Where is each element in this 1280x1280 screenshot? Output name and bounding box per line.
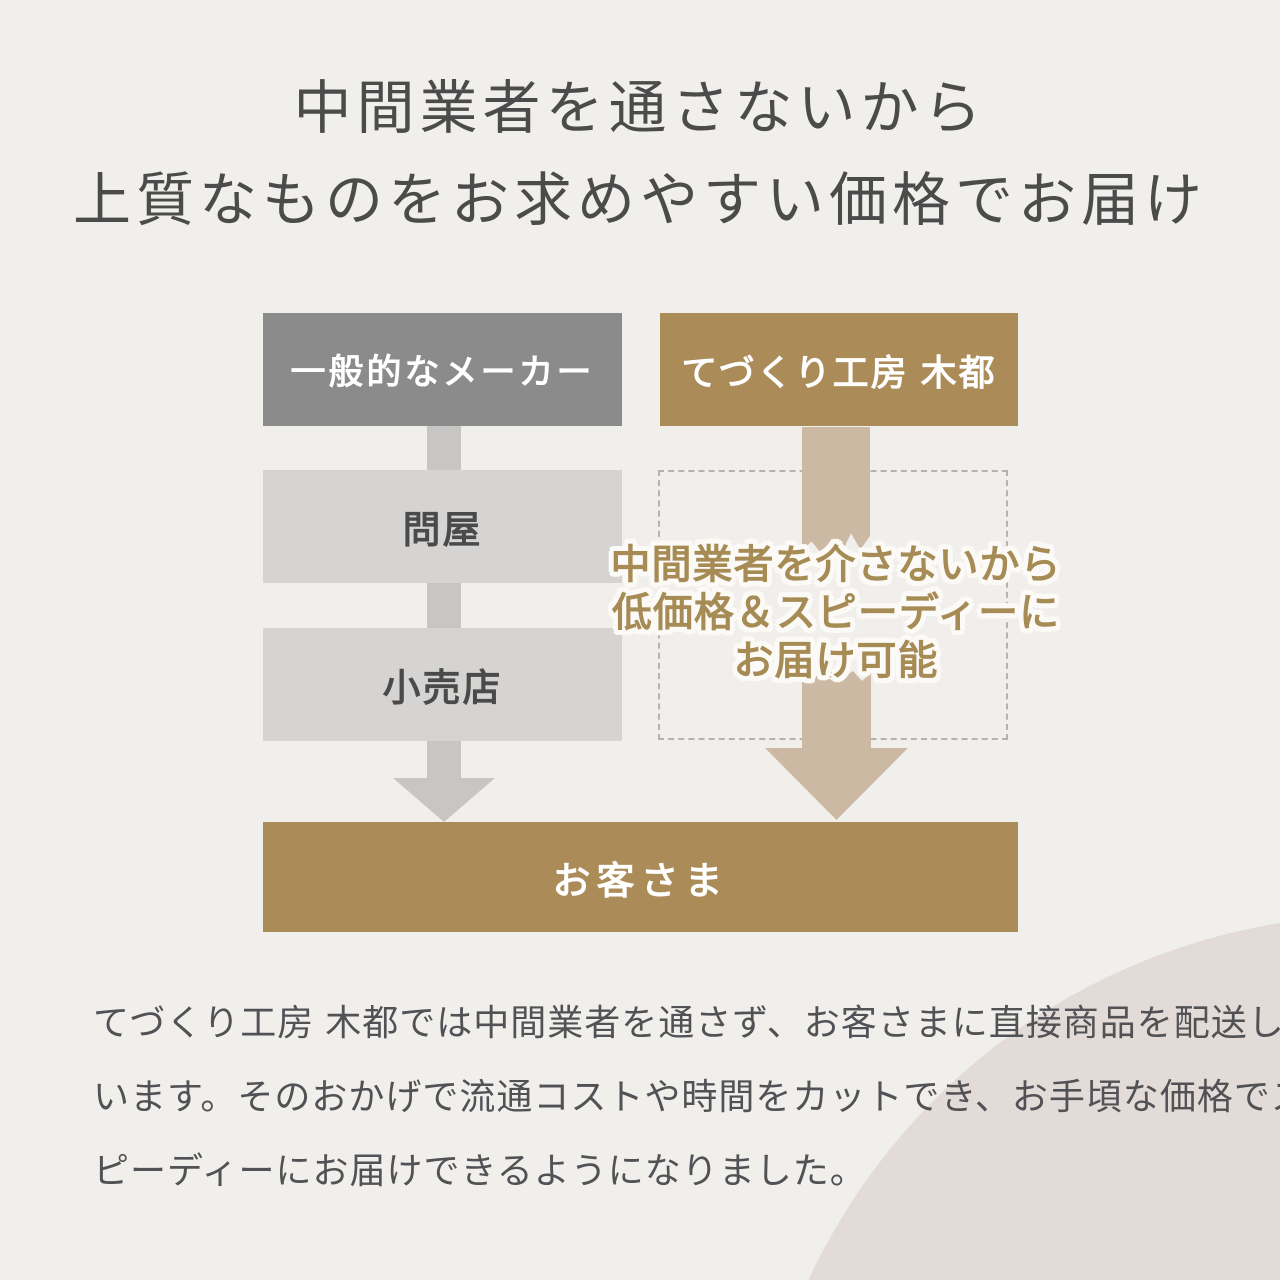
- page-title-line2: 上質なものをお求めやすい価格でお届け: [72, 168, 1207, 233]
- direct-delivery-note-line2: 低価格＆スピーディーに: [611, 591, 1061, 635]
- description-line2: います。そのおかげで流通コストや時間をカットでき、お手頃な価格でス: [93, 1076, 1280, 1117]
- retailer-label: 小売店: [382, 668, 503, 710]
- down-arrow-tan-icon: [765, 668, 908, 820]
- generic-maker-box: 一般的なメーカー: [263, 313, 622, 426]
- direct-delivery-note: 中間業者を介さないから 低価格＆スピーディーに お届け可能: [590, 541, 1082, 685]
- connector-maker-wholesaler: [427, 426, 461, 471]
- page-title-line1: 中間業者を通さないから: [293, 76, 987, 141]
- direct-delivery-note-line3: お届け可能: [733, 639, 939, 683]
- customer-label: お客さま: [552, 860, 729, 903]
- down-arrow-gray-icon: [393, 778, 495, 822]
- description-line3: ピーディーにお届けできるようになりました。: [93, 1150, 867, 1191]
- generic-maker-label: 一般的なメーカー: [290, 353, 595, 392]
- direct-delivery-note-line1: 中間業者を介さないから: [610, 543, 1062, 587]
- connector-wholesaler-retailer: [427, 583, 461, 629]
- page-title: 中間業者を通さないから 上質なものをお求めやすい価格でお届け: [0, 80, 1280, 230]
- down-arrow-gray-shaft: [427, 740, 461, 779]
- wholesaler-box: 問屋: [263, 470, 622, 583]
- description-line1: てづくり工房 木都では中間業者を通さず、お客さまに直接商品を配送して: [93, 1002, 1280, 1043]
- customer-box: お客さま: [263, 822, 1018, 932]
- retailer-box: 小売店: [263, 628, 622, 741]
- workshop-label: てづくり工房 木都: [681, 351, 997, 393]
- wholesaler-label: 問屋: [402, 510, 483, 552]
- workshop-box: てづくり工房 木都: [660, 313, 1018, 426]
- description-paragraph: てづくり工房 木都では中間業者を通さず、お客さまに直接商品を配送して います。そ…: [93, 986, 1280, 1208]
- down-arrow-tan-upper-shaft: [802, 427, 870, 555]
